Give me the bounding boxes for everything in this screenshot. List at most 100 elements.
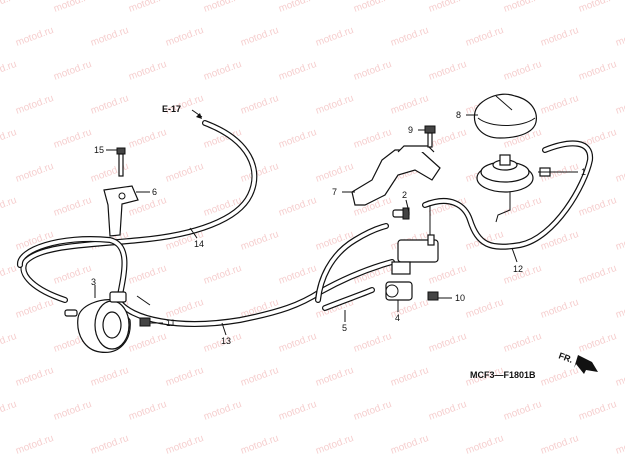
watermark-text: motod.ru (577, 59, 618, 83)
cover (473, 93, 537, 139)
hose-12 (422, 140, 594, 250)
watermark-text: motod.ru (164, 25, 205, 49)
watermark-text: motod.ru (464, 433, 505, 457)
watermark-text: motod.ru (614, 25, 625, 49)
watermark-text: motod.ru (127, 263, 168, 287)
bracket-7 (351, 145, 441, 206)
callout-4: 4 (395, 313, 400, 323)
watermark-text: motod.ru (52, 399, 93, 423)
watermark-text: motod.ru (0, 263, 18, 287)
watermark-text: motod.ru (314, 433, 355, 457)
watermark-text: motod.ru (502, 399, 543, 423)
watermark-text: motod.ru (202, 263, 243, 287)
watermark-text: motod.ru (502, 0, 543, 15)
watermark-text: motod.ru (277, 59, 318, 83)
watermark-text: motod.ru (277, 0, 318, 15)
watermark-text: motod.ru (89, 93, 130, 117)
watermark-text: motod.ru (89, 161, 130, 185)
watermark-text: motod.ru (352, 127, 393, 151)
watermark-text: motod.ru (427, 0, 468, 15)
callout-15: 15 (94, 145, 104, 155)
watermark-text: motod.ru (539, 297, 580, 321)
watermark-text: motod.ru (314, 365, 355, 389)
watermark-text: motod.ru (577, 263, 618, 287)
watermark-text: motod.ru (614, 365, 625, 389)
watermark-text: motod.ru (202, 59, 243, 83)
watermark-text: motod.ru (239, 93, 280, 117)
watermark-text: motod.ru (52, 263, 93, 287)
watermark-text: motod.ru (389, 365, 430, 389)
watermark-text: motod.ru (164, 365, 205, 389)
callout-3: 3 (91, 277, 96, 287)
watermark-text: motod.ru (277, 127, 318, 151)
hose-5 (315, 223, 389, 311)
watermark-text: motod.ru (314, 25, 355, 49)
callout-7: 7 (332, 187, 337, 197)
watermark-text: motod.ru (577, 0, 618, 15)
watermark-layer: motod.ru motod.ru motod.ru motod.ru motod.ru… (0, 0, 625, 457)
watermark-text: motod.ru (14, 25, 55, 49)
watermark-text: motod.ru (202, 0, 243, 15)
watermark-text: motod.ru (202, 399, 243, 423)
callout-8: 8 (456, 110, 461, 120)
callout-12: 12 (513, 264, 523, 274)
callout-6: 6 (152, 187, 157, 197)
watermark-text: motod.ru (52, 127, 93, 151)
leader-lines (94, 114, 578, 336)
watermark-text: motod.ru (427, 59, 468, 83)
watermark-text: motod.ru (389, 25, 430, 49)
watermark-text: motod.ru (614, 433, 625, 457)
canister (64, 291, 131, 353)
watermark-text: motod.ru (277, 399, 318, 423)
bolt-15 (116, 147, 126, 177)
bracket-6 (103, 185, 139, 237)
watermark-text: motod.ru (127, 399, 168, 423)
watermark-text: motod.ru (539, 93, 580, 117)
watermark-text: motod.ru (14, 433, 55, 457)
watermark-text: motod.ru (539, 25, 580, 49)
arrow-icon (196, 113, 202, 119)
hose-14-branch (17, 236, 128, 298)
watermark-text: motod.ru (277, 331, 318, 355)
watermark-text: motod.ru (352, 399, 393, 423)
callout-5: 5 (342, 323, 347, 333)
watermark-text: motod.ru (0, 0, 18, 15)
watermark-text: motod.ru (14, 161, 55, 185)
reference-e17: E-17 (162, 104, 203, 119)
watermark-text: motod.ru (389, 93, 430, 117)
watermark-text: motod.ru (239, 25, 280, 49)
watermark-text: motod.ru (239, 365, 280, 389)
reference-label: E-17 (162, 104, 181, 114)
watermark-text: motod.ru (427, 263, 468, 287)
watermark-text: motod.ru (502, 331, 543, 355)
solenoid-valve (385, 205, 439, 301)
watermark-text: motod.ru (14, 297, 55, 321)
callout-1: 1 (581, 167, 586, 177)
watermark-text: motod.ru (539, 433, 580, 457)
watermark-text: motod.ru (0, 331, 18, 355)
connector-nipple (392, 207, 410, 220)
watermark-text: motod.ru (464, 297, 505, 321)
callouts: 1 2 3 4 5 6 7 8 9 10 11 12 13 14 15 (91, 110, 586, 346)
watermark-text: motod.ru (89, 433, 130, 457)
watermark-text: motod.ru (239, 433, 280, 457)
watermark-text: motod.ru (164, 161, 205, 185)
watermark-text: motod.ru (464, 25, 505, 49)
watermark-text: motod.ru (389, 433, 430, 457)
watermark-text: motod.ru (614, 229, 625, 253)
front-arrow-icon (574, 355, 598, 374)
watermark-text: motod.ru (614, 297, 625, 321)
watermark-text: motod.ru (277, 195, 318, 219)
watermark-text: motod.ru (314, 93, 355, 117)
watermark-text: motod.ru (502, 195, 543, 219)
watermark-text: motod.ru (614, 93, 625, 117)
watermark-text: motod.ru (52, 0, 93, 15)
watermark-text: motod.ru (52, 59, 93, 83)
watermark-text: motod.ru (0, 195, 18, 219)
callout-9: 9 (408, 125, 413, 135)
watermark-text: motod.ru (127, 331, 168, 355)
vacuum-diaphragm (476, 154, 551, 223)
watermark-text: motod.ru (352, 59, 393, 83)
watermark-text: motod.ru (89, 25, 130, 49)
